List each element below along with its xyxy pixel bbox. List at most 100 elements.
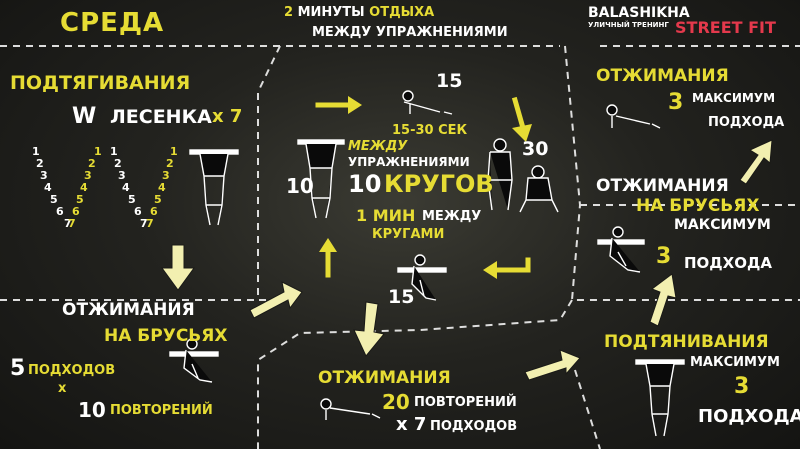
pullups-max-sets-num: 3: [734, 374, 750, 399]
arrowhead-icon: [319, 238, 337, 252]
divider-line: [257, 45, 290, 301]
dips-left-reps-num: 10: [78, 398, 106, 422]
pullups-ladder-title: ПОДТЯГИВАНИЯ: [10, 72, 191, 94]
circuit-rest-range: 15-30 СЕК: [392, 123, 468, 138]
pullups-ladder-word: ЛЕСЕНКА: [110, 106, 212, 128]
ladder-number: 2: [36, 157, 44, 170]
arrow-left-icon: [492, 257, 531, 273]
ladder-number: 3: [84, 169, 92, 182]
pushups-max-sets-num: 3: [668, 90, 684, 115]
flow-arrow-icon: [649, 273, 677, 327]
brand-name: STREET FIT: [675, 18, 776, 37]
pushup-figure-icon: [606, 104, 661, 129]
pushups-bottom-sets-label: ПОДХОДОВ: [430, 419, 518, 434]
pushups-bottom-reps-num: 20: [382, 390, 410, 414]
ladder-number: 5: [128, 193, 136, 206]
pullup-bar-icon: [297, 139, 345, 145]
ladder-number: 1: [32, 145, 40, 158]
dips-max-line1: ОТЖИМАНИЯ: [596, 176, 729, 196]
ladder-number: 3: [162, 169, 170, 182]
divider-line: [574, 369, 601, 449]
divider-line: [564, 45, 800, 301]
ladder-number: 7: [64, 217, 72, 230]
flow-arrow-icon: [524, 349, 581, 381]
dips-left-sets-num: 5: [10, 356, 26, 381]
flow-arrow-icon: [739, 139, 773, 185]
circuit-top-reps: 15: [436, 70, 463, 92]
dips-left-sets-label: ПОДХОДОВ: [28, 363, 116, 378]
pullup-bar-icon: [635, 359, 685, 365]
pushups-max-title: ОТЖИМАНИЯ: [596, 66, 729, 86]
flow-arrow-icon: [249, 281, 303, 319]
circuit-left-reps: 10: [286, 174, 314, 198]
ladder-number: 6: [150, 205, 158, 218]
pushups-max-max-word: МАКСИМУМ: [692, 91, 776, 105]
situp-figure-icon: [519, 165, 559, 213]
ladder-number: 5: [154, 193, 162, 206]
pullups-max-max-word: МАКСИМУМ: [690, 355, 780, 370]
circuit-rounds-word: КРУГОВ: [384, 170, 494, 198]
dip-figure-icon: [609, 226, 641, 273]
squat-figure-icon: [487, 138, 513, 211]
flow-arrow-icon: [161, 244, 195, 291]
ladder-number: 4: [158, 181, 166, 194]
pullup-figure-icon: [645, 363, 675, 437]
ladder-number: 4: [122, 181, 130, 194]
day-title: СРЕДА: [60, 8, 165, 38]
circuit-min-rest: 1 МИН: [356, 206, 416, 225]
dips-max-max-word: МАКСИМУМ: [674, 217, 771, 233]
pullups-max-title: ПОДТЯНИВАНИЯ: [604, 332, 769, 352]
brand-sub: УЛИЧНЫЙ ТРЕНИНГ: [588, 21, 669, 29]
ladder-number: 7: [146, 217, 154, 230]
ladder-number: 3: [118, 169, 126, 182]
rest-sub: МЕЖДУ УПРАЖНЕНИЯМИ: [312, 25, 508, 40]
ladder-number: 1: [110, 145, 118, 158]
ladder-number: 7: [140, 217, 148, 230]
pullups-w-letter: W: [72, 104, 97, 129]
ladder-number: 6: [56, 205, 64, 218]
circuit-min-between: МЕЖДУ: [422, 209, 482, 224]
ladder-number: 4: [80, 181, 88, 194]
ladder-number: 3: [40, 169, 48, 182]
brand-city: BALASHIKHA: [588, 5, 690, 21]
circuit-between-ex: УПРАЖНЕНИЯМИ: [348, 155, 470, 169]
ladder-number: 2: [114, 157, 122, 170]
pullups-max-sets-word: ПОДХОДА: [698, 406, 800, 427]
dip-figure-icon: [183, 338, 213, 383]
arrowhead-icon: [348, 96, 362, 114]
flow-arrow-icon: [353, 301, 385, 357]
dips-max-line2: НА БРУСЬЯХ: [636, 196, 760, 216]
ladder-number: 6: [134, 205, 142, 218]
pushups-bottom-sets: х 7: [396, 414, 427, 435]
dips-left-x: х: [58, 381, 67, 396]
circuit-min-rounds: КРУГАМИ: [372, 227, 445, 242]
pushups-bottom-title: ОТЖИМАНИЯ: [318, 368, 451, 388]
dips-max-sets-num: 3: [656, 244, 672, 269]
circuit-between-word: МЕЖДУ: [348, 139, 408, 154]
pullup-figure-icon: [305, 143, 337, 219]
dip-bar-icon: [397, 267, 447, 273]
dip-figure-icon: [411, 254, 437, 301]
rest-minutes: МИНУТЫ: [297, 5, 365, 20]
ladder-number: 1: [170, 145, 178, 158]
arrowhead-icon: [483, 261, 497, 279]
rest-note: 2 МИНУТЫ ОТДЫХА: [284, 6, 434, 19]
ladder-number: 1: [94, 145, 102, 158]
rest-label: ОТДЫХА: [369, 5, 435, 20]
circuit-bottom-reps: 15: [388, 286, 415, 308]
pullup-figure-icon: [199, 153, 229, 226]
ladder-number: 2: [166, 157, 174, 170]
ladder-number: 6: [72, 205, 80, 218]
ladder-number: 5: [76, 193, 84, 206]
arrow-down-icon: [511, 96, 527, 132]
dips-left-line1: ОТЖИМАНИЯ: [62, 300, 195, 320]
dips-left-reps-label: ПОВТОРЕНИЙ: [110, 403, 213, 418]
ladder-number: 5: [50, 193, 58, 206]
circuit-right-reps: 30: [522, 138, 549, 160]
ladder-number: 7: [68, 217, 76, 230]
pushup-figure-icon: [402, 90, 453, 115]
ladder-number: 2: [88, 157, 96, 170]
dip-bar-icon: [597, 239, 645, 245]
